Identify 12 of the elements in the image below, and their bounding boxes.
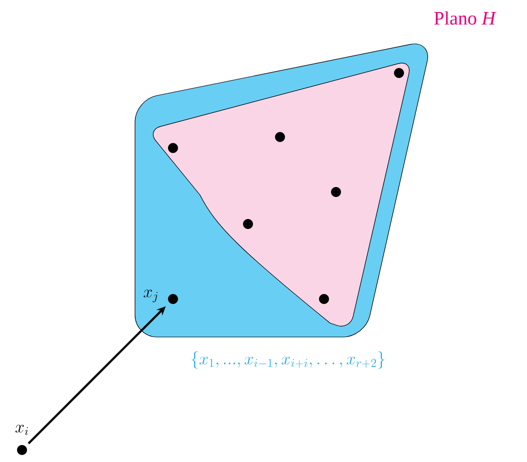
point-label: $x_j$	[144, 290, 158, 302]
point-label: $x_i$	[15, 424, 28, 436]
dot	[394, 68, 404, 78]
dot	[168, 143, 178, 153]
dot	[331, 187, 341, 197]
dot	[243, 219, 253, 229]
set-label: $\{x_1,...,x_{i-1},x_{i+i},\ldots,x_{r+2}\}$	[192, 351, 384, 369]
dot	[168, 294, 178, 304]
dot	[319, 294, 329, 304]
dot	[17, 445, 27, 455]
plane-label: Plano H	[434, 11, 496, 25]
dot	[275, 132, 285, 142]
